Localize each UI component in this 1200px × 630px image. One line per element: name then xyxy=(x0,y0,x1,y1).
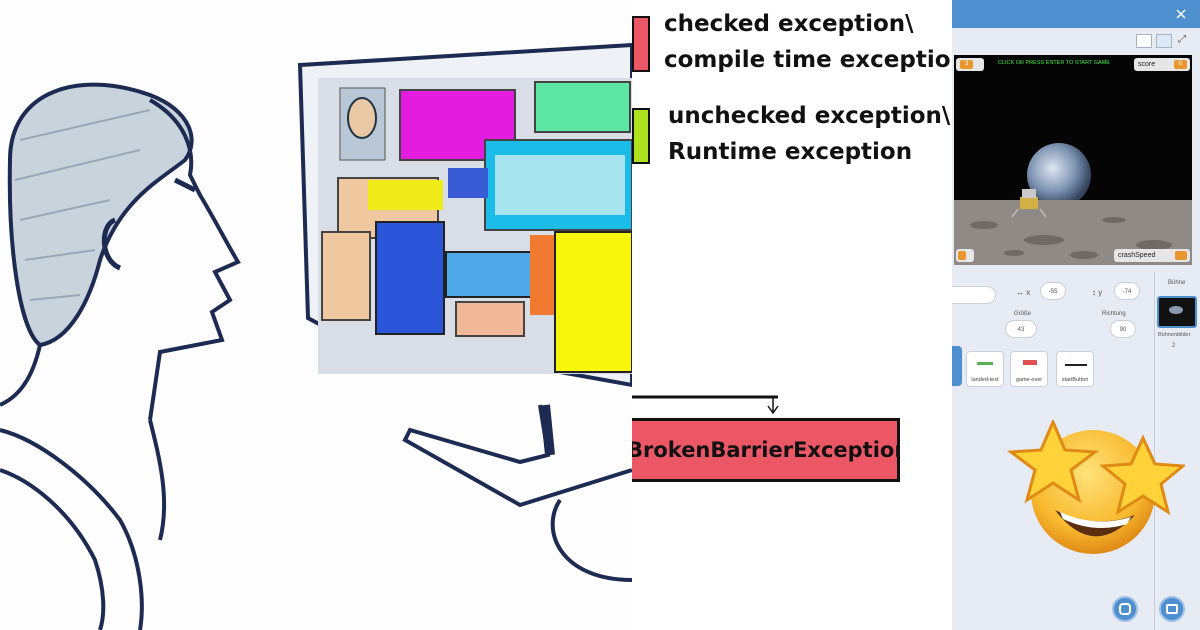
size-field[interactable]: 43 xyxy=(1005,320,1037,338)
stage-label: Bühne xyxy=(1168,280,1186,286)
score-label: score xyxy=(1138,61,1156,68)
unchecked-exception-line2: Runtime exception xyxy=(668,139,913,165)
inheritance-arrow xyxy=(632,395,779,415)
exception-legend-panel: checked exception\ compile time exceptio… xyxy=(632,0,952,630)
y-axis-icon: ↕ y xyxy=(1092,288,1103,297)
x-axis-icon: ↔ x xyxy=(1016,288,1031,297)
star-struck-emoji-icon xyxy=(1006,420,1185,554)
lunar-lander-icon xyxy=(1011,189,1047,218)
backdrop-icon xyxy=(1166,604,1178,614)
delete-sprite-button[interactable] xyxy=(952,346,962,386)
person-at-monitor-illustration xyxy=(0,42,632,630)
checked-exception-line1: checked exception\ xyxy=(664,11,914,37)
checked-exception-swatch xyxy=(632,16,650,72)
illustration-panel xyxy=(0,42,632,630)
add-sprite-button[interactable] xyxy=(1112,596,1138,622)
stage-thumbnail[interactable] xyxy=(1157,296,1197,328)
direction-field[interactable]: 90 xyxy=(1110,320,1136,338)
crash-speed-monitor: crashSpeed xyxy=(1114,249,1190,262)
speed-monitor xyxy=(956,249,974,262)
start-game-banner: CLICK OR PRESS ENTER TO START GAME xyxy=(998,60,1110,66)
sprite-thumb-landed-text[interactable]: landed-text xyxy=(966,351,1004,387)
sprite-thumb-game-over[interactable]: game-over xyxy=(1010,351,1048,387)
score-value: 0 xyxy=(1173,60,1187,69)
size-label: Größe xyxy=(1014,311,1032,317)
unchecked-exception-line1: unchecked exception\ xyxy=(668,103,951,129)
sprite-x-field[interactable]: -55 xyxy=(1040,282,1066,300)
editor-top-bar xyxy=(952,0,1200,28)
crash-speed-label: crashSpeed xyxy=(1118,252,1156,259)
sprite-y-field[interactable]: -74 xyxy=(1114,282,1140,300)
stage-column-divider xyxy=(1154,272,1155,630)
large-stage-button[interactable] xyxy=(1156,34,1172,48)
game-stage[interactable]: 3 CLICK OR PRESS ENTER TO START GAME sco… xyxy=(954,55,1192,265)
checked-exception-label: checked exception\ compile time exceptio… xyxy=(664,6,952,78)
close-icon[interactable] xyxy=(1176,9,1186,19)
exception-class-label: BrokenBarrierException xyxy=(632,438,900,462)
backdrops-count: 2 xyxy=(1172,343,1176,349)
unchecked-exception-swatch xyxy=(632,108,650,164)
fullscreen-icon[interactable]: ⤢ xyxy=(1178,34,1186,45)
score-monitor: score 0 xyxy=(1134,58,1190,71)
sprite-name-field[interactable] xyxy=(952,286,996,304)
sprite-cat-icon xyxy=(1119,603,1131,615)
checked-exception-line2: compile time exception xyxy=(664,47,952,73)
add-backdrop-button[interactable] xyxy=(1159,596,1185,622)
unchecked-exception-label: unchecked exception\ Runtime exception xyxy=(668,98,950,170)
exception-class-box: BrokenBarrierException xyxy=(632,418,900,482)
lives-monitor: 3 xyxy=(956,58,984,71)
small-stage-button[interactable] xyxy=(1136,34,1152,48)
moon-landscape-scene xyxy=(954,55,1192,265)
sprite-thumb-start-button[interactable]: startButton xyxy=(1056,351,1094,387)
direction-label: Richtung xyxy=(1102,311,1126,317)
backdrops-label: Bühnenbilder xyxy=(1158,332,1191,338)
